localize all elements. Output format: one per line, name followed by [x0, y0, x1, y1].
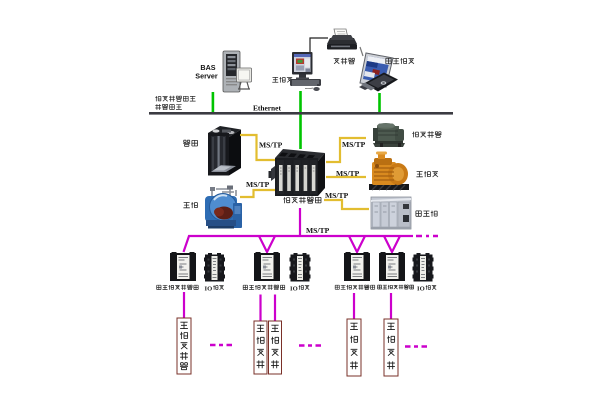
svg-text:MS/TP: MS/TP	[306, 226, 330, 235]
svg-text:Server: Server	[195, 72, 218, 81]
svg-text:Ethernet: Ethernet	[253, 104, 281, 113]
svg-text:MS/TP: MS/TP	[325, 191, 349, 200]
svg-text:MS/TP: MS/TP	[336, 169, 360, 178]
svg-text:IO: IO	[417, 286, 425, 293]
svg-text:BAS: BAS	[200, 63, 215, 72]
svg-text:MS/TP: MS/TP	[246, 180, 270, 189]
svg-text:MS/TP: MS/TP	[342, 140, 366, 149]
svg-text:IO: IO	[205, 286, 213, 293]
svg-text:MS/TP: MS/TP	[259, 141, 283, 150]
svg-text:IO: IO	[290, 286, 298, 293]
